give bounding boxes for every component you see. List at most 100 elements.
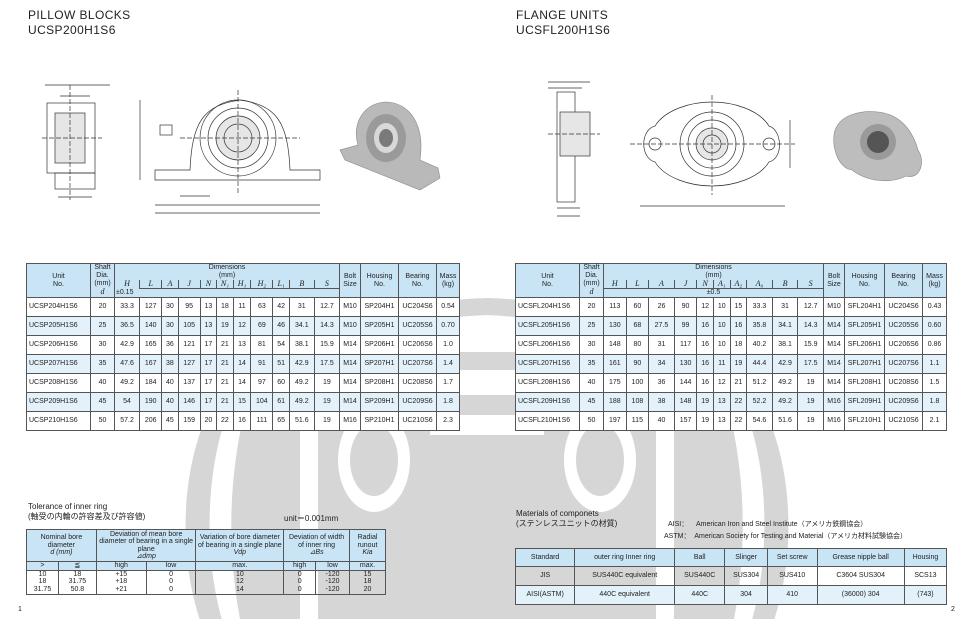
- tol-sub: low: [315, 561, 350, 571]
- value-cell: 15.9: [313, 335, 341, 355]
- header-sym: A₀: [746, 280, 773, 289]
- value-cell: 0.54: [436, 297, 460, 317]
- value-cell: 36.5: [113, 316, 141, 336]
- value-cell: 13: [232, 335, 252, 355]
- value-cell: 38: [648, 392, 675, 412]
- value-cell: 12: [232, 316, 252, 336]
- materials-header-cell: Grease nipple ball: [816, 548, 905, 567]
- value-cell: 11: [232, 297, 252, 317]
- value-cell: 57.2: [113, 411, 141, 431]
- header-sym: N: [199, 280, 218, 289]
- unit-no-cell: UCSFL209H1S6: [515, 392, 580, 412]
- value-cell: 15: [349, 570, 386, 578]
- value-cell: 0: [145, 570, 197, 578]
- aisi-text: American Iron and Steel Institute（アメリカ鉄鋼…: [696, 521, 868, 528]
- value-cell: UC205S6: [884, 316, 923, 336]
- astm-note: ASTM： American Society for Testing and M…: [664, 531, 907, 542]
- value-cell: 90: [673, 297, 698, 317]
- value-cell: 65: [272, 411, 290, 431]
- tol-sub: low: [145, 561, 197, 571]
- value-cell: 0: [145, 586, 197, 595]
- value-cell: SFL206H1: [844, 335, 885, 355]
- materials-cell: 440C: [674, 585, 726, 605]
- value-cell: UC206S6: [398, 335, 437, 355]
- value-cell: 1.5: [922, 373, 947, 393]
- value-cell: 25: [90, 316, 115, 336]
- value-cell: 140: [139, 316, 163, 336]
- value-cell: UC208S6: [398, 373, 437, 393]
- value-cell: 19: [797, 373, 824, 393]
- unit-no-cell: UCSP204H1S6: [26, 297, 91, 317]
- value-cell: 21: [216, 354, 234, 374]
- unit-no-cell: UCSFL206H1S6: [515, 335, 580, 355]
- value-cell: 0.60: [922, 316, 947, 336]
- unit-no-cell: UCSFL204H1S6: [515, 297, 580, 317]
- value-cell: 15: [729, 297, 748, 317]
- value-cell: 13: [712, 411, 731, 431]
- value-cell: 165: [139, 335, 163, 355]
- value-cell: 33.3: [113, 297, 141, 317]
- materials-cell: 304: [724, 585, 768, 605]
- value-cell: UC209S6: [398, 392, 437, 412]
- value-cell: UC206S6: [884, 335, 923, 355]
- value-cell: 0.70: [436, 316, 460, 336]
- value-cell: 19: [313, 392, 341, 412]
- unit-no-cell: 31.75: [26, 586, 59, 595]
- value-cell: 31: [648, 335, 675, 355]
- header-sym: H: [603, 280, 627, 289]
- value-cell: 111: [250, 411, 274, 431]
- unit-no-cell: UCSP206H1S6: [26, 335, 91, 355]
- value-cell: 1.8: [436, 392, 460, 412]
- value-cell: 1.4: [436, 354, 460, 374]
- value-cell: 52.2: [746, 392, 773, 412]
- unit-no-cell: UCSFL210H1S6: [515, 411, 580, 431]
- value-cell: M14: [339, 335, 361, 355]
- value-cell: +15: [95, 570, 147, 578]
- value-cell: 38.1: [288, 335, 315, 355]
- value-cell: 45: [90, 392, 115, 412]
- unit-no-cell: UCSFL208H1S6: [515, 373, 580, 393]
- value-cell: 40.2: [746, 335, 773, 355]
- value-cell: 17: [199, 335, 218, 355]
- value-cell: 18: [216, 297, 234, 317]
- value-cell: UC208S6: [884, 373, 923, 393]
- value-cell: 206: [139, 411, 163, 431]
- header-sym: H₁: [232, 280, 252, 289]
- flange-units-subtitle: UCSFL200H1S6: [516, 23, 611, 37]
- value-cell: 51.6: [288, 411, 315, 431]
- value-cell: 2.1: [922, 411, 947, 431]
- value-cell: 13: [199, 316, 218, 336]
- value-cell: 45: [579, 392, 604, 412]
- materials-cell: (36000) 304: [816, 585, 905, 605]
- value-cell: 115: [625, 411, 650, 431]
- value-cell: 60: [625, 297, 650, 317]
- value-cell: 188: [603, 392, 627, 412]
- value-cell: M14: [339, 354, 361, 374]
- pillow-blocks-title: PILLOW BLOCKS: [28, 8, 131, 22]
- value-cell: 1.7: [436, 373, 460, 393]
- value-cell: 19: [313, 411, 341, 431]
- value-cell: 17.5: [797, 354, 824, 374]
- value-cell: 44.4: [746, 354, 773, 374]
- value-cell: 38: [161, 354, 179, 374]
- value-cell: 1.1: [922, 354, 947, 374]
- value-cell: SP205H1: [360, 316, 399, 336]
- value-cell: SFL205H1: [844, 316, 885, 336]
- materials-cell: C3604 SUS304: [816, 566, 905, 586]
- value-cell: 17: [199, 354, 218, 374]
- materials-cell: SCS13: [903, 566, 948, 586]
- value-cell: 157: [673, 411, 698, 431]
- value-cell: 121: [177, 335, 201, 355]
- value-cell: 42: [272, 297, 290, 317]
- value-cell: 14: [232, 354, 252, 374]
- value-cell: 50: [579, 411, 604, 431]
